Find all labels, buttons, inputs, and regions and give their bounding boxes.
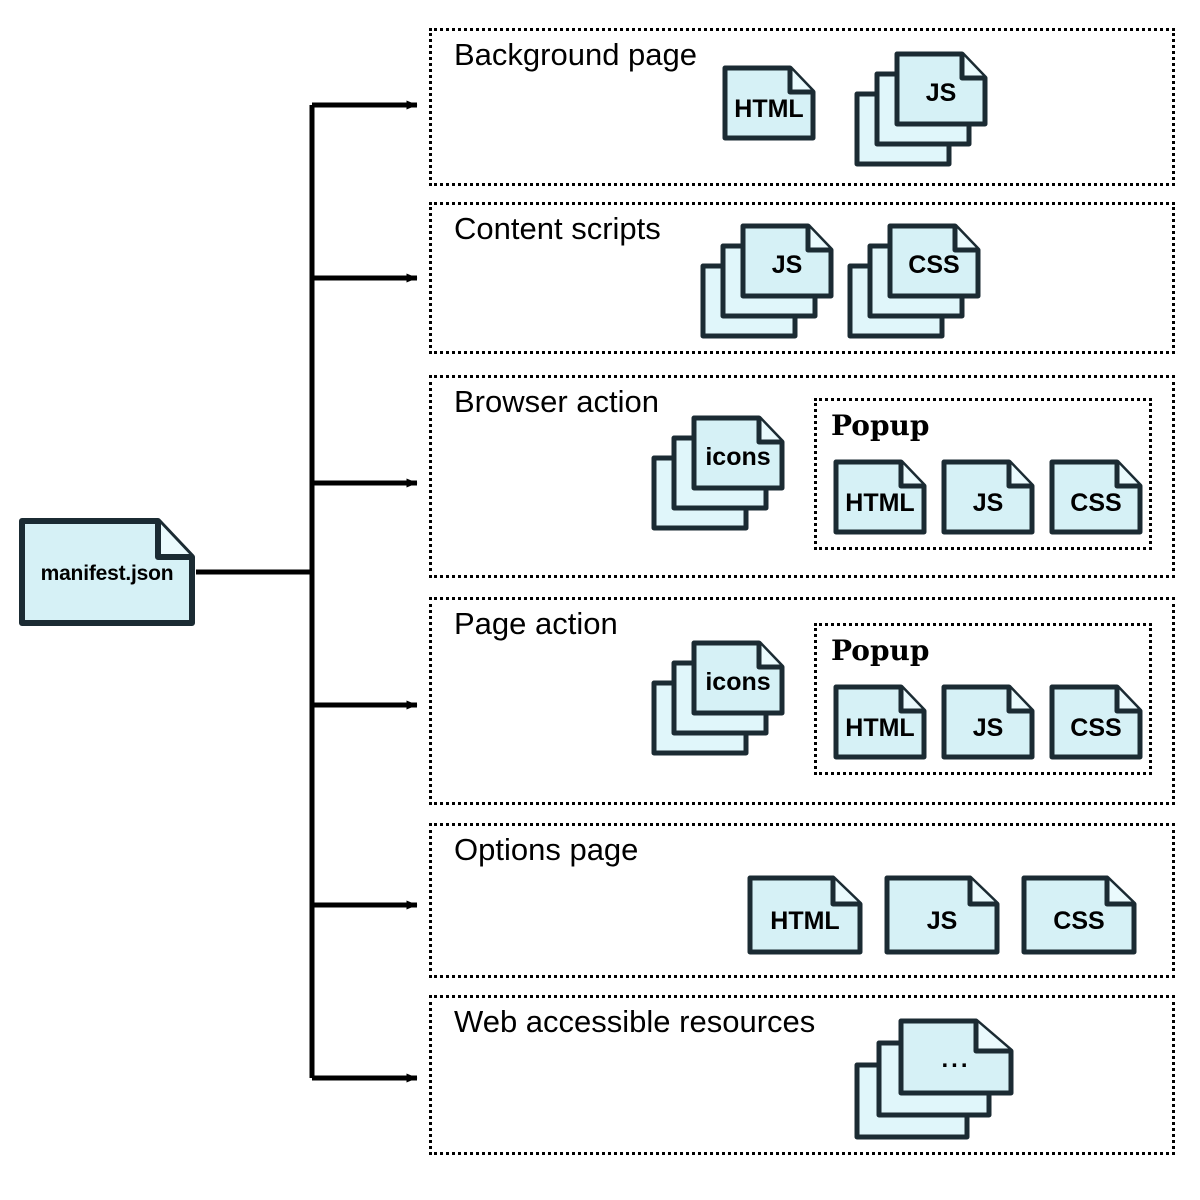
- document-stack-icon-css: CSS: [847, 223, 981, 339]
- document-icon-html: HTML: [833, 459, 927, 535]
- document-stack-icon-icons: icons: [651, 640, 785, 756]
- subgroup-popup[interactable]: Popup HTML JS CSS: [814, 398, 1152, 550]
- document-icon-html: HTML: [747, 875, 863, 955]
- section-title: Browser action: [454, 384, 660, 419]
- document-icon-css: CSS: [1021, 875, 1137, 955]
- section-browser-action[interactable]: Browser action icons Popup HTML: [429, 375, 1175, 578]
- section-options-page[interactable]: Options page HTML JS CSS: [429, 823, 1175, 978]
- document-icon-js: JS: [884, 875, 1000, 955]
- section-title: Background page: [454, 37, 698, 72]
- popup-title: Popup: [831, 409, 930, 442]
- section-title: Page action: [454, 606, 618, 641]
- section-title: Web accessible resources: [454, 1004, 816, 1039]
- manifest-json-node[interactable]: manifest.json: [18, 517, 196, 627]
- document-icon: [18, 517, 196, 627]
- section-page-action[interactable]: Page action icons Popup HTML: [429, 597, 1175, 805]
- section-content-scripts[interactable]: Content scripts JS CSS: [429, 202, 1175, 354]
- section-title: Content scripts: [454, 211, 661, 246]
- section-background-page[interactable]: Background page HTML JS: [429, 28, 1175, 186]
- document-icon-css: CSS: [1049, 684, 1143, 760]
- subgroup-popup[interactable]: Popup HTML JS CSS: [814, 623, 1152, 775]
- document-icon-js: JS: [941, 684, 1035, 760]
- document-icon-js: JS: [941, 459, 1035, 535]
- document-stack-icon-icons: icons: [651, 415, 785, 531]
- document-icon-html: HTML: [722, 65, 816, 141]
- document-icon-html: HTML: [833, 684, 927, 760]
- section-title: Options page: [454, 832, 639, 867]
- section-web-accessible-resources[interactable]: Web accessible resources ...: [429, 995, 1175, 1155]
- document-stack-icon-resources: ...: [854, 1018, 1014, 1140]
- popup-title: Popup: [831, 634, 930, 667]
- document-stack-icon-js: JS: [700, 223, 834, 339]
- document-stack-icon-js: JS: [854, 51, 988, 167]
- document-icon-css: CSS: [1049, 459, 1143, 535]
